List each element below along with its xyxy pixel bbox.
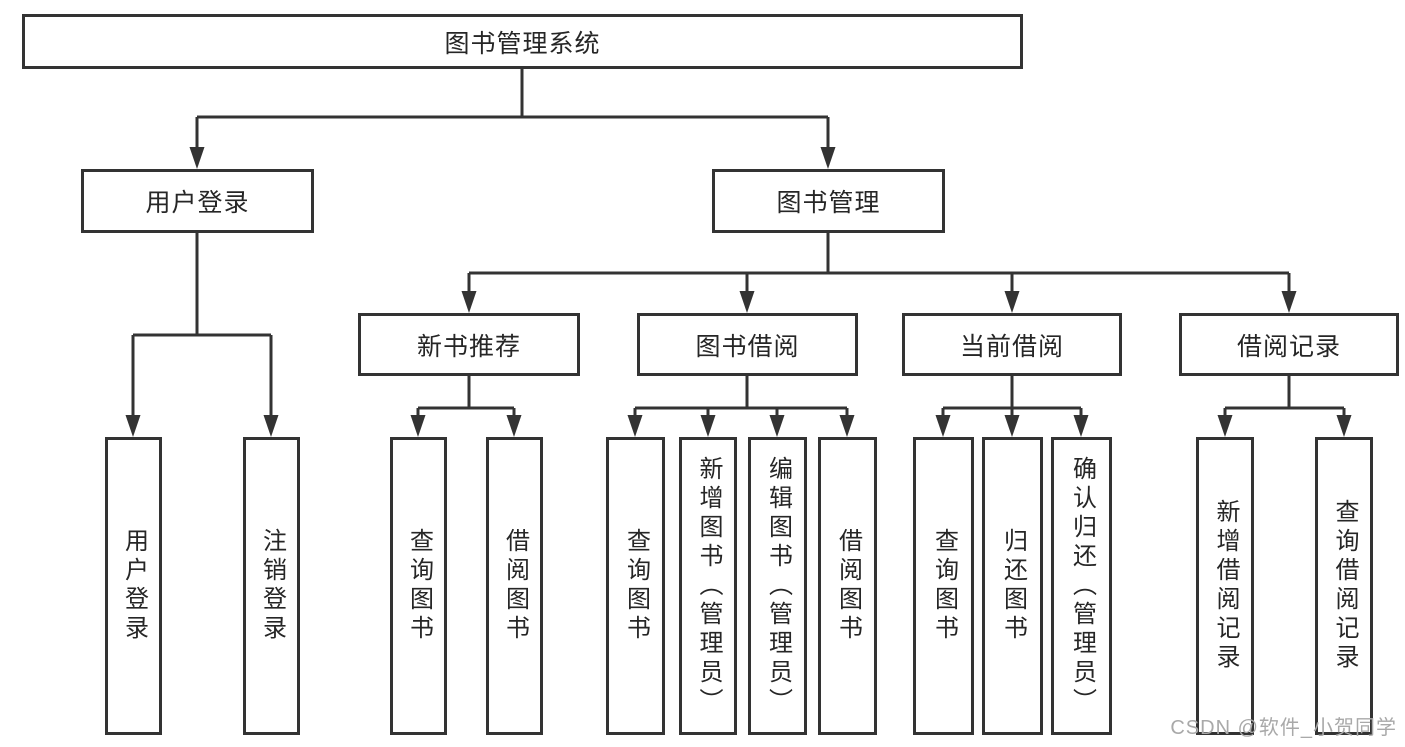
- node-label: 查询借阅记录: [1331, 499, 1358, 673]
- node-label: 确认归还（管理员）: [1068, 455, 1096, 717]
- node-label: 当前借阅: [959, 332, 1064, 361]
- connector-borrow-records-to-leaves: [1217, 376, 1352, 437]
- node-leaf-user-login: 用户登录: [105, 437, 162, 735]
- node-label: 新增图书（管理员）: [695, 455, 722, 717]
- node-label: 借阅图书: [501, 528, 529, 644]
- node-label: 借阅记录: [1236, 332, 1341, 361]
- connector-new-book-recommend-to-leaves: [410, 376, 522, 437]
- node-new-book-recommend: 新书推荐: [358, 313, 580, 376]
- node-leaf-bb-add-books-admin: 新增图书（管理员）: [679, 437, 737, 735]
- node-leaf-cb-return-books: 归还图书: [982, 437, 1043, 735]
- node-label: 归还图书: [999, 528, 1027, 644]
- node-label: 图书管理系统: [444, 29, 601, 58]
- node-leaf-nb-borrow-books: 借阅图书: [486, 437, 543, 735]
- node-leaf-nb-query-books: 查询图书: [390, 437, 447, 735]
- node-label: 图书借阅: [695, 332, 800, 361]
- node-user-login-branch: 用户登录: [81, 169, 314, 233]
- node-leaf-bb-borrow-books: 借阅图书: [818, 437, 877, 735]
- node-book-borrow: 图书借阅: [637, 313, 858, 376]
- node-leaf-cb-query-books: 查询图书: [913, 437, 974, 735]
- node-label: 借阅图书: [834, 528, 862, 644]
- node-book-management: 图书管理: [712, 169, 945, 233]
- node-label: 用户登录: [145, 189, 250, 217]
- node-leaf-bb-query-books: 查询图书: [606, 437, 665, 735]
- node-leaf-bb-edit-books-admin: 编辑图书（管理员）: [748, 437, 807, 735]
- node-leaf-br-query-record: 查询借阅记录: [1315, 437, 1373, 735]
- connector-book-borrow-to-leaves: [627, 376, 855, 437]
- node-label: 查询图书: [405, 528, 433, 644]
- node-leaf-logout: 注销登录: [243, 437, 300, 735]
- node-label: 注销登录: [258, 528, 286, 644]
- node-label: 编辑图书（管理员）: [764, 455, 792, 717]
- connector-book-management-to-level3: [461, 233, 1297, 313]
- node-leaf-br-add-record: 新增借阅记录: [1196, 437, 1254, 735]
- node-label: 新书推荐: [416, 332, 521, 361]
- connector-root-to-level2: [189, 69, 836, 169]
- node-leaf-cb-confirm-return-admin: 确认归还（管理员）: [1051, 437, 1112, 735]
- node-current-borrow: 当前借阅: [902, 313, 1122, 376]
- node-borrow-records: 借阅记录: [1179, 313, 1399, 376]
- node-label: 新增借阅记录: [1212, 499, 1239, 673]
- node-label: 图书管理: [776, 189, 881, 217]
- connector-user-login-to-leaves: [125, 233, 279, 437]
- node-system-root: 图书管理系统: [22, 14, 1023, 69]
- node-label: 查询图书: [622, 528, 650, 644]
- node-label: 查询图书: [930, 528, 958, 644]
- node-label: 用户登录: [120, 528, 148, 644]
- connector-current-borrow-to-leaves: [935, 376, 1089, 437]
